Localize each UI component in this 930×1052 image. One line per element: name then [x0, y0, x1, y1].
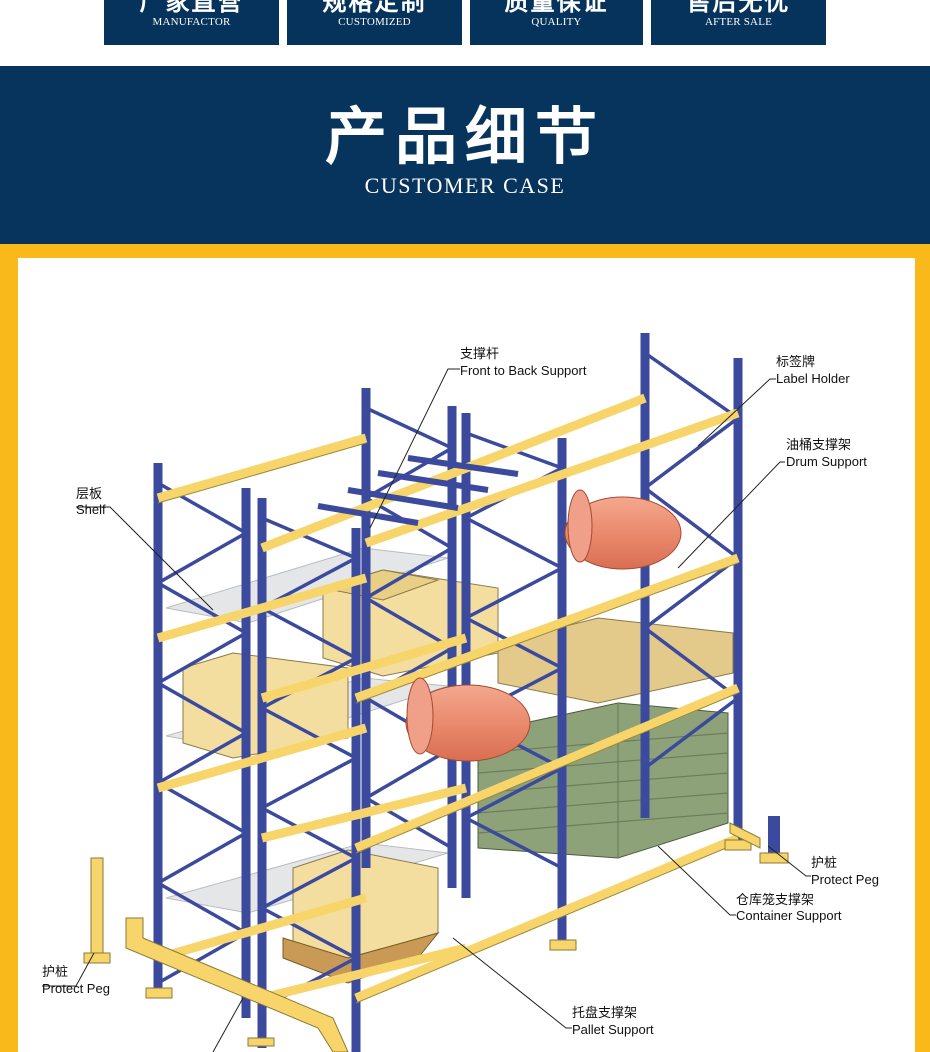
load-beams [156, 393, 740, 1003]
callout-en: Front to Back Support [460, 363, 587, 378]
tab-title: 售后无忧 [686, 0, 791, 16]
callout-en: Shelf [76, 502, 106, 517]
callout-leaders [42, 368, 811, 1052]
callout-shelf: 层板 Shelf [76, 486, 106, 517]
callout-cn: 油桶支撑架 [786, 437, 851, 452]
callout-label-holder: 标签牌 Label Holder [776, 354, 850, 386]
tab-after-sale[interactable]: 售后无忧 AFTER SALE [651, 0, 826, 45]
callout-front-to-back-support: 支撑杆 Front to Back Support [460, 346, 587, 378]
tab-subtitle: MANUFACTOR [152, 16, 231, 28]
tab-title: 规格定制 [322, 0, 427, 16]
base-plates [145, 839, 752, 1047]
rack-uprights [153, 333, 743, 1052]
callout-cn: 护桩 [42, 964, 68, 979]
oil-drums [405, 489, 682, 762]
tab-quality[interactable]: 质量保证 QUALITY [470, 0, 643, 45]
callout-pallet-support: 托盘支撑架 Pallet Support [572, 1005, 654, 1037]
section-banner: 产品细节 CUSTOMER CASE [0, 66, 930, 244]
callout-cn: 仓库笼支撑架 [736, 892, 814, 907]
tab-title: 厂家直营 [139, 0, 244, 16]
callout-en: Label Holder [776, 371, 850, 386]
tab-manufactor[interactable]: 厂家直营 MANUFACTOR [104, 0, 279, 45]
tab-title: 质量保证 [504, 0, 609, 16]
callout-cn: 标签牌 [776, 354, 815, 369]
product-image-frame: 支撑杆 Front to Back Support 标签牌 Label Hold… [0, 244, 930, 1052]
callout-container-support: 仓库笼支撑架 Container Support [736, 892, 842, 923]
rack-diagram-panel: 支撑杆 Front to Back Support 标签牌 Label Hold… [18, 258, 915, 1052]
callout-cn: 层板 [76, 486, 102, 501]
callout-en: Container Support [736, 908, 842, 923]
tab-subtitle: AFTER SALE [704, 16, 773, 28]
container-cage [477, 702, 729, 859]
protect-peg-left-graphic [83, 857, 349, 1052]
callout-en: Protect Peg [811, 872, 879, 887]
protect-peg-right-graphic [729, 816, 789, 864]
callout-en: Pallet Support [572, 1022, 654, 1037]
rack-diagram: 支撑杆 Front to Back Support 标签牌 Label Hold… [42, 333, 879, 1052]
callout-cn: 托盘支撑架 [572, 1005, 637, 1020]
banner-title: 产品细节 [324, 100, 605, 173]
banner-subtitle: CUSTOMER CASE [364, 173, 566, 198]
callout-drum-support: 油桶支撑架 Drum Support [786, 437, 867, 469]
callout-en: Drum Support [786, 454, 867, 469]
callout-cn: 支撑杆 [460, 346, 499, 361]
tab-subtitle: QUALITY [531, 16, 582, 28]
callout-cn: 护桩 [811, 855, 837, 870]
tab-customized[interactable]: 规格定制 CUSTOMIZED [287, 0, 462, 45]
tab-subtitle: CUSTOMIZED [338, 16, 411, 28]
callout-en: Protect Peg [42, 981, 110, 996]
callout-protect-peg-left: 护桩 Protect Peg [42, 964, 110, 996]
callout-protect-peg-right: 护桩 Protect Peg [811, 855, 879, 887]
feature-tabs: 厂家直营 MANUFACTOR 规格定制 CUSTOMIZED 质量保证 QUA… [0, 0, 930, 66]
front-to-back-supports [317, 455, 519, 526]
